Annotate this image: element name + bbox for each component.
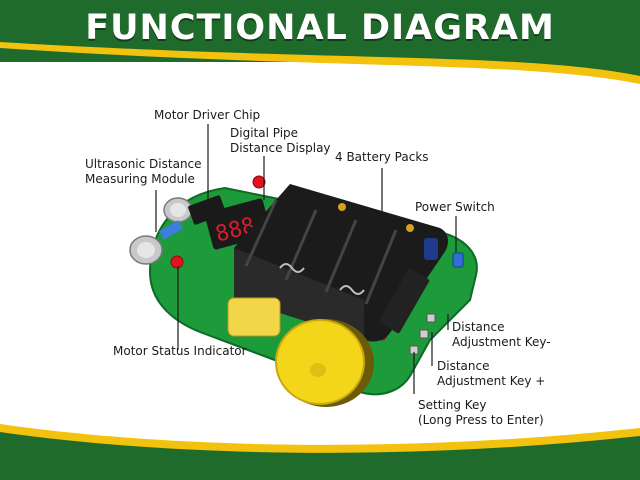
motor-body [227, 297, 281, 337]
banner-wave [0, 40, 640, 84]
power-switch [452, 252, 464, 268]
label-adj-plus-line2: Adjustment Key + [437, 374, 546, 388]
label-motor-status-indicator: Motor Status Indicator [113, 344, 247, 359]
label-motor-driver-chip: Motor Driver Chip [154, 108, 260, 123]
led-status [170, 255, 184, 269]
label-digital-line2: Distance Display [230, 141, 331, 155]
yellow-wheel [275, 319, 374, 407]
label-power-text: Power Switch [415, 200, 495, 214]
label-adjustment-key-minus: Distance Adjustment Key- [452, 320, 551, 350]
label-digital-pipe-display: Digital Pipe Distance Display [230, 126, 331, 156]
label-setting-line1: Setting Key [418, 398, 487, 412]
page-title: FUNCTIONAL DIAGRAM [85, 8, 555, 48]
label-digital-line1: Digital Pipe [230, 126, 299, 140]
key-minus [426, 313, 436, 323]
ultrasonic-module [129, 197, 193, 265]
banner-wave-green [0, 40, 640, 76]
bottom-wave [0, 424, 640, 480]
label-setting-key: Setting Key (Long Press to Enter) [418, 398, 544, 428]
mcu-chip [378, 268, 430, 334]
label-adjustment-key-plus: Distance Adjustment Key + [437, 359, 545, 389]
label-adj-minus-line1: Distance [452, 320, 505, 334]
label-battery-packs: 4 Battery Packs [335, 150, 429, 165]
label-status-text: Motor Status Indicator [113, 344, 247, 358]
label-setting-line2: (Long Press to Enter) [418, 413, 544, 427]
label-adj-minus-line2: Adjustment Key- [452, 335, 551, 349]
led-top [252, 175, 266, 189]
label-battery-text: 4 Battery Packs [335, 150, 429, 164]
label-ultra-line2: Measuring Module [85, 172, 195, 186]
label-ultra-line1: Ultrasonic Distance [85, 157, 202, 171]
key-plus [419, 329, 429, 339]
label-adj-plus-line1: Distance [437, 359, 490, 373]
label-motor-driver-chip-text: Motor Driver Chip [154, 108, 261, 122]
label-power-switch: Power Switch [415, 200, 495, 215]
capacitor [424, 238, 438, 260]
motor-driver-chip [188, 195, 226, 225]
label-ultrasonic-module: Ultrasonic Distance Measuring Module [85, 157, 202, 187]
bottom-wave-green [0, 432, 640, 480]
